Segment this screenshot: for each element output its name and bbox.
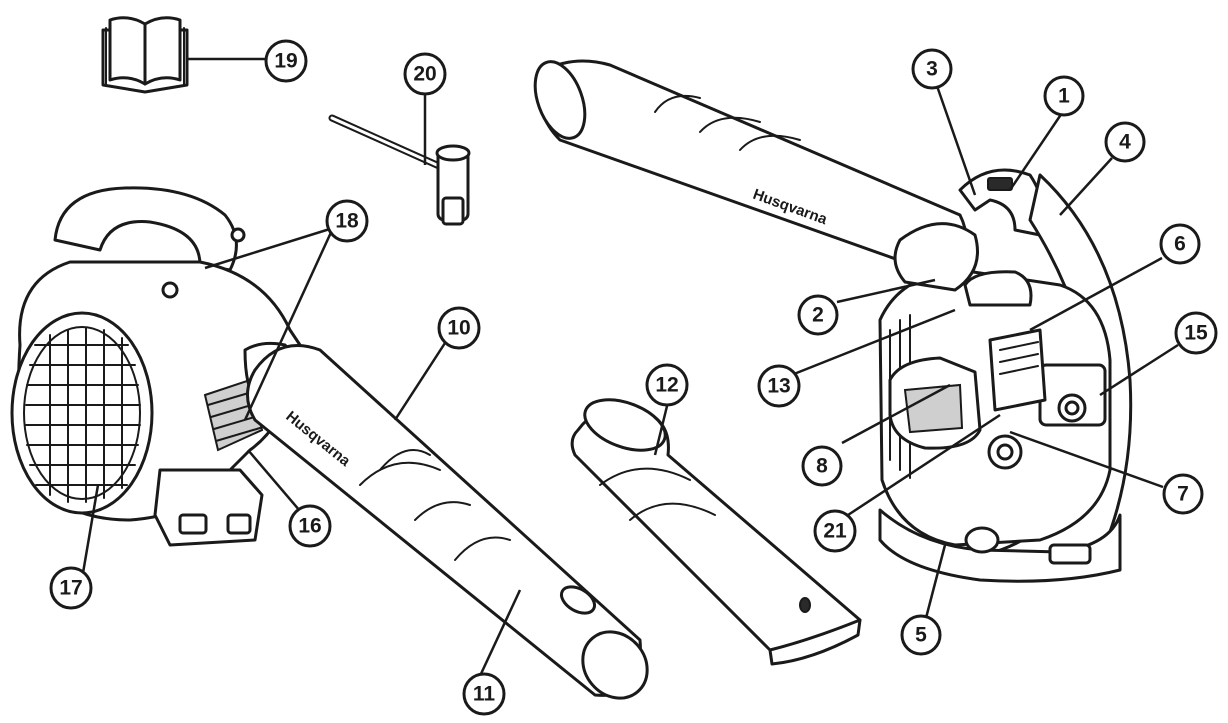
svg-text:15: 15 [1184,322,1208,345]
callout-17: 17 [49,566,93,610]
leader-lines [81,57,1179,677]
callout-6: 6 [1159,223,1201,265]
svg-text:11: 11 [473,683,496,706]
fan-grille [25,327,141,503]
callout-1: 1 [1043,75,1085,117]
svg-text:1: 1 [1058,85,1070,108]
callout-16: 16 [288,504,332,548]
callout-badges: 1 2 3 4 5 6 7 8 10 11 12 13 15 16 17 18 … [49,39,1218,716]
callout-8: 8 [801,445,843,487]
svg-text:16: 16 [298,515,321,538]
svg-text:10: 10 [447,317,470,340]
callout-2: 2 [797,294,839,336]
blower-tube-assembled: Husqvarna [246,344,649,700]
svg-text:13: 13 [767,375,790,398]
svg-text:2: 2 [812,304,824,327]
svg-text:6: 6 [1174,233,1186,256]
svg-text:3: 3 [926,58,938,81]
callout-19: 19 [264,39,308,83]
blower-front-view: Husqvarna [533,59,1133,583]
svg-text:7: 7 [1177,483,1189,506]
svg-text:4: 4 [1119,131,1131,154]
callout-18: 18 [325,199,369,243]
svg-text:12: 12 [655,374,678,397]
callout-11: 11 [462,672,506,716]
callout-12: 12 [645,363,689,407]
svg-text:18: 18 [335,210,359,233]
combination-spanner-icon [328,114,471,226]
callout-5: 5 [900,614,942,656]
operator-manual-icon [101,16,189,94]
svg-text:8: 8 [816,455,828,478]
callout-7: 7 [1162,473,1204,515]
callout-20: 20 [403,52,447,96]
callout-10: 10 [437,306,481,350]
flat-nozzle [570,398,862,666]
svg-text:5: 5 [915,624,927,647]
callout-4: 4 [1104,121,1146,163]
svg-text:20: 20 [413,63,436,86]
callout-13: 13 [757,364,801,408]
callout-21: 21 [813,509,857,553]
svg-text:21: 21 [823,520,847,543]
brand-emblem-nozzle [559,585,597,615]
svg-text:17: 17 [59,577,82,600]
callout-3: 3 [911,48,953,90]
callout-15: 15 [1174,311,1218,355]
svg-text:19: 19 [274,50,297,73]
